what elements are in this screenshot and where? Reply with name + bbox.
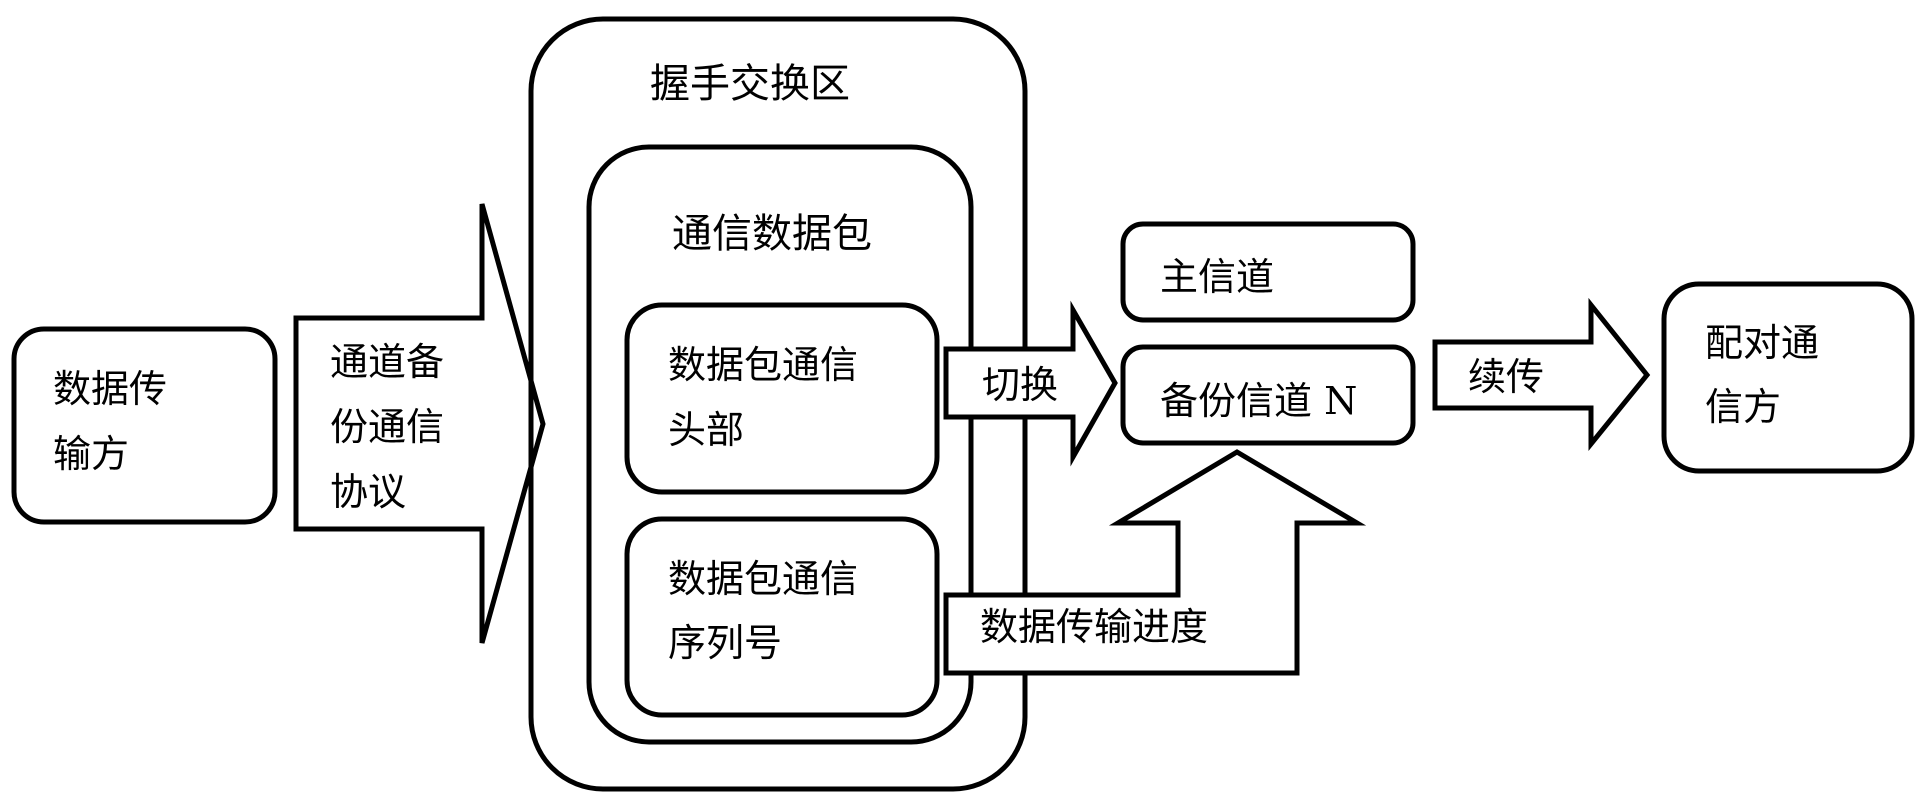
backup-channel-box <box>1120 344 1416 446</box>
switch-arrow-label: 切换 <box>982 363 1058 407</box>
switch-arrow-shape <box>943 300 1118 467</box>
main-channel-box <box>1120 221 1416 323</box>
backup-channel-node: 备份信道 N <box>1120 344 1416 446</box>
handshake-zone-title: 握手交换区 <box>650 61 850 107</box>
receiver-label-line-1: 配对通 <box>1705 321 1819 365</box>
backup-channel-label: 备份信道 N <box>1160 379 1357 423</box>
packet-sequence-label-line-2: 序列号 <box>668 621 782 665</box>
packet-header-box <box>624 302 940 495</box>
packet-sequence-label-line-1: 数据包通信 <box>668 557 858 601</box>
data-packet-title: 通信数据包 <box>672 211 872 257</box>
sender-node: 数据传 输方 <box>11 326 278 525</box>
resume-arrow: 续传 <box>1432 297 1651 452</box>
progress-arrow-shape <box>943 449 1367 676</box>
protocol-arrow-fill <box>299 321 479 526</box>
receiver-label-line-2: 信方 <box>1705 385 1781 429</box>
packet-header-label-line-2: 头部 <box>668 408 744 452</box>
protocol-arrow-shape <box>293 203 546 644</box>
packet-sequence-box <box>624 516 940 718</box>
receiver-node: 配对通 信方 <box>1661 281 1915 474</box>
packet-sequence-node: 数据包通信 序列号 <box>624 516 940 718</box>
sender-label-line-1: 数据传 <box>53 367 167 411</box>
progress-arrow: 数据传输进度 <box>943 449 1367 676</box>
protocol-arrow-label-line-1: 通道备 <box>330 340 444 384</box>
main-channel-node: 主信道 <box>1120 221 1416 323</box>
resume-arrow-label: 续传 <box>1468 355 1544 399</box>
protocol-arrow-label-line-2: 份通信 <box>330 405 444 449</box>
switch-arrow: 切换 <box>943 300 1118 467</box>
sender-box <box>11 326 278 525</box>
resume-arrow-shape <box>1432 297 1651 452</box>
packet-header-label-line-1: 数据包通信 <box>668 343 858 387</box>
receiver-box <box>1661 281 1915 474</box>
protocol-arrow-label-line-3: 协议 <box>330 470 406 514</box>
protocol-arrow: 通道备 份通信 协议 <box>293 203 546 644</box>
sender-label-line-2: 输方 <box>53 432 129 476</box>
main-channel-label: 主信道 <box>1160 255 1274 299</box>
progress-arrow-label: 数据传输进度 <box>980 605 1208 649</box>
packet-header-node: 数据包通信 头部 <box>624 302 940 495</box>
